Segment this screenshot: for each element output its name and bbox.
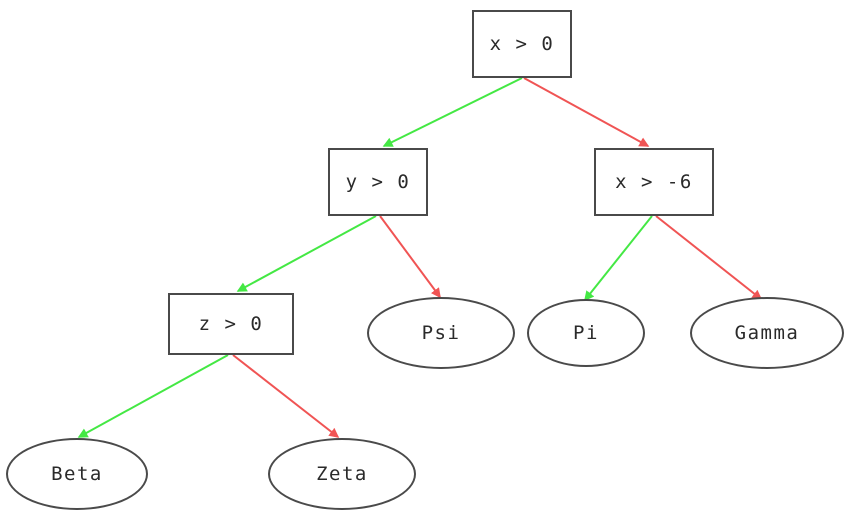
edge-y0-to-z0-true — [236, 215, 377, 292]
leaf-node-pi[interactable]: Pi — [527, 299, 645, 367]
node-label: Pi — [573, 322, 599, 344]
node-label: y > 0 — [345, 171, 411, 193]
leaf-node-zeta[interactable]: Zeta — [268, 438, 416, 510]
edge-root-to-xm6-false — [523, 77, 650, 147]
edge-xm6-to-pi-true — [584, 215, 653, 302]
node-label: x > 0 — [489, 33, 555, 55]
node-label: Beta — [51, 463, 103, 485]
node-label: Zeta — [316, 463, 368, 485]
edge-y0-to-psi-false — [379, 215, 441, 299]
node-label: Gamma — [734, 322, 800, 344]
decision-node-y0[interactable]: y > 0 — [328, 148, 428, 216]
decision-node-xm6[interactable]: x > -6 — [594, 148, 714, 216]
decision-node-root[interactable]: x > 0 — [472, 10, 572, 78]
edge-z0-to-zeta-false — [232, 354, 340, 438]
leaf-node-gamma[interactable]: Gamma — [690, 297, 844, 369]
node-label: z > 0 — [198, 313, 264, 335]
decision-node-z0[interactable]: z > 0 — [168, 293, 294, 355]
edge-xm6-to-gamma-false — [655, 215, 763, 300]
leaf-node-beta[interactable]: Beta — [6, 438, 148, 510]
leaf-node-psi[interactable]: Psi — [367, 297, 515, 369]
edge-z0-to-beta-true — [77, 354, 229, 438]
edge-root-to-y0-true — [382, 77, 523, 147]
node-label: Psi — [421, 322, 461, 344]
node-label: x > -6 — [615, 171, 693, 193]
